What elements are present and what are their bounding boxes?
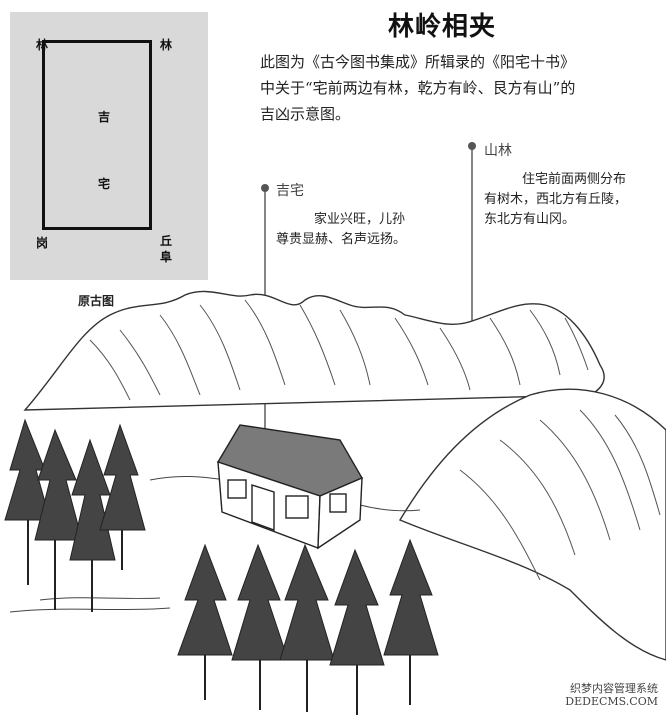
orig-label-top-left: 林	[36, 38, 49, 52]
orig-label-bottom-right-1: 丘	[160, 234, 173, 248]
orig-label-top-right: 林	[160, 38, 173, 52]
house-callout-line-1: 家业兴旺，儿孙	[314, 212, 406, 227]
house-callout-dot	[261, 184, 269, 192]
front-trees	[177, 538, 439, 715]
right-hill	[398, 388, 666, 661]
house	[216, 424, 364, 550]
forest-callout-dot	[468, 142, 476, 150]
left-trees	[4, 418, 146, 612]
mountain-range-shading	[89, 299, 589, 401]
house-callout-line-2: 尊贵显赫、名声远扬。	[276, 232, 407, 247]
mountain-range-back	[23, 290, 605, 411]
orig-label-center-top: 吉	[98, 110, 111, 124]
watermark-line-1: 织梦内容管理系统	[570, 682, 658, 695]
watermark: 织梦内容管理系统 DEDECMS.COM	[565, 682, 658, 708]
forest-callout-line-3: 东北方有山冈。	[484, 212, 576, 227]
page-title: 林岭相夹	[388, 12, 497, 42]
original-diagram-caption: 原古图	[78, 294, 115, 308]
forest-callout-title: 山林	[484, 143, 512, 159]
orig-label-bottom-left: 岗	[36, 236, 49, 250]
description-line-3: 吉凶示意图。	[260, 105, 351, 123]
description-line-1: 此图为《古今图书集成》所辑录的《阳宅十书》	[260, 53, 576, 71]
original-diagram-house-outline	[42, 40, 152, 230]
watermark-line-2: DEDECMS.COM	[565, 695, 658, 708]
description-line-2: 中关于“宅前两边有林，乾方有岭、艮方有山”的	[260, 79, 576, 97]
orig-label-center-bottom: 宅	[98, 177, 111, 191]
ground-lines	[9, 475, 421, 613]
forest-callout-line-2: 有树木，西北方有丘陵，	[484, 192, 628, 207]
forest-callout-line-1: 住宅前面两侧分布	[522, 172, 627, 187]
orig-label-bottom-right-2: 阜	[160, 250, 173, 264]
house-callout-title: 吉宅	[276, 183, 304, 199]
